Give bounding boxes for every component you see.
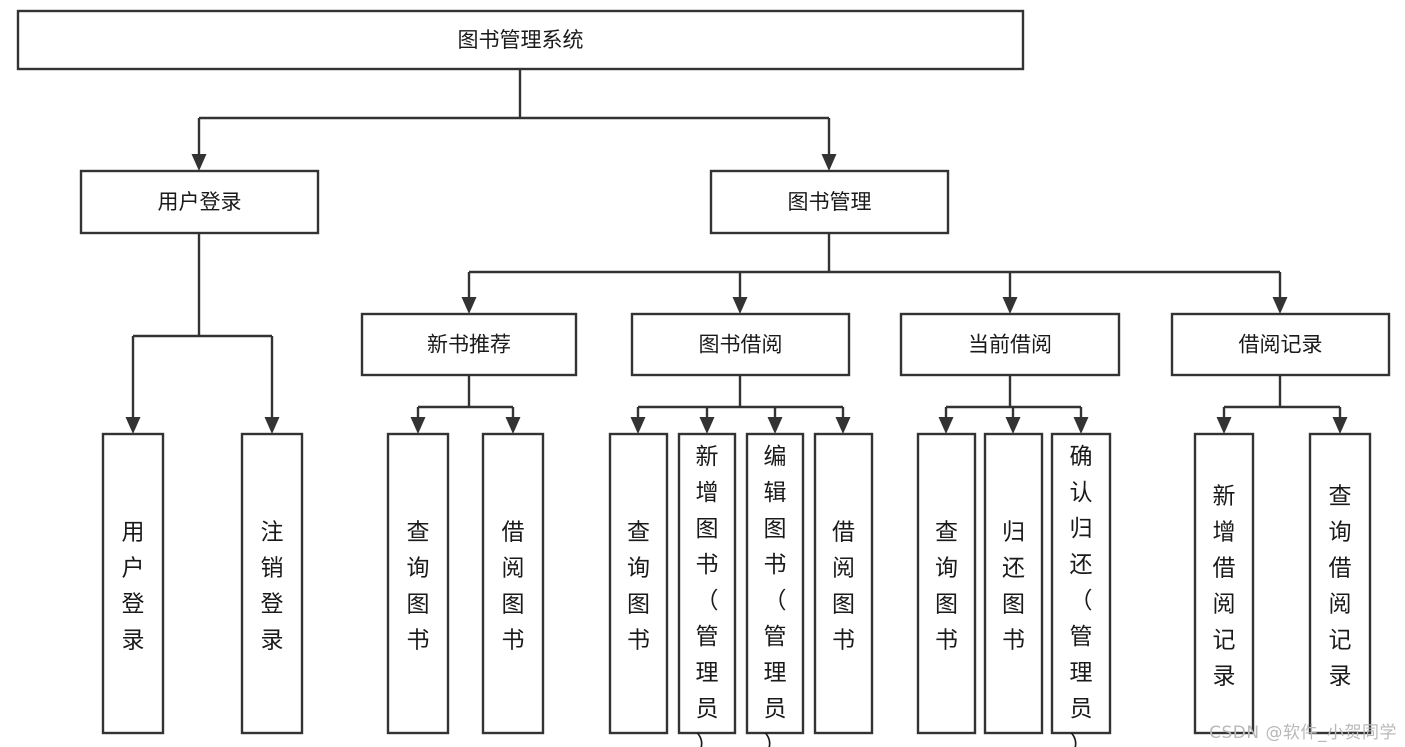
arrow-head-icon bbox=[1005, 417, 1021, 434]
node-leaf-confirm-return-label: 确认归还（管理员） bbox=[1070, 444, 1093, 747]
arrow-head-icon bbox=[505, 417, 521, 434]
arrow-head-icon bbox=[191, 154, 207, 171]
arrow-head-icon bbox=[461, 297, 477, 314]
node-boxes-group: 图书管理系统用户登录图书管理新书推荐图书借阅当前借阅借阅记录用户登录注销登录查询… bbox=[16, 9, 1391, 747]
arrow-head-icon bbox=[630, 417, 646, 434]
node-leaf-query-record[interactable]: 查询借阅记录 bbox=[1308, 432, 1372, 735]
node-leaf-query-record-label: 查询借阅记录 bbox=[1329, 484, 1352, 690]
node-leaf-return-book-rect bbox=[983, 432, 1044, 735]
node-leaf-add-book-label: 新增图书（管理员） bbox=[696, 444, 719, 747]
node-leaf-query-book-1[interactable]: 查询图书 bbox=[386, 432, 450, 735]
node-book-borrow-label: 图书借阅 bbox=[699, 333, 783, 357]
edge-current-borrow-to-leaves bbox=[944, 375, 1083, 417]
node-current-borrow-label: 当前借阅 bbox=[968, 333, 1052, 357]
node-borrow-record[interactable]: 借阅记录 bbox=[1170, 312, 1391, 377]
node-user-login[interactable]: 用户登录 bbox=[79, 169, 320, 235]
node-borrow-record-rect bbox=[1170, 312, 1391, 377]
node-root-system-label: 图书管理系统 bbox=[458, 28, 584, 52]
node-leaf-return-book[interactable]: 归还图书 bbox=[983, 432, 1044, 735]
arrow-head-icon bbox=[699, 417, 715, 434]
node-current-borrow-rect bbox=[899, 312, 1121, 377]
node-leaf-user-login-rect bbox=[101, 432, 165, 735]
node-new-book-recommend[interactable]: 新书推荐 bbox=[360, 312, 578, 377]
node-borrow-record-label: 借阅记录 bbox=[1239, 333, 1323, 357]
edge-root-to-level2 bbox=[197, 69, 831, 154]
arrow-head-icon bbox=[1073, 417, 1089, 434]
node-leaf-borrow-book-1-label: 借阅图书 bbox=[502, 520, 525, 654]
node-leaf-confirm-return-rect bbox=[1050, 432, 1112, 735]
node-book-manage-rect bbox=[709, 169, 950, 235]
node-leaf-query-book-2-rect bbox=[608, 432, 669, 735]
node-root-system[interactable]: 图书管理系统 bbox=[16, 9, 1025, 71]
arrow-head-icon bbox=[1002, 297, 1018, 314]
node-book-manage-label: 图书管理 bbox=[788, 190, 872, 214]
node-leaf-logout-login-label: 注销登录 bbox=[261, 520, 284, 654]
arrow-head-icon bbox=[1272, 297, 1288, 314]
node-leaf-edit-book[interactable]: 编辑图书（管理员） bbox=[745, 432, 805, 747]
edge-borrow-record-to-leaves bbox=[1222, 375, 1342, 417]
node-leaf-borrow-book-1-rect bbox=[481, 432, 545, 735]
node-leaf-query-book-2-label: 查询图书 bbox=[627, 520, 650, 654]
node-leaf-confirm-return[interactable]: 确认归还（管理员） bbox=[1050, 432, 1112, 747]
node-leaf-edit-book-label: 编辑图书（管理员） bbox=[764, 444, 787, 747]
node-leaf-query-record-rect bbox=[1308, 432, 1372, 735]
node-leaf-query-book-3-label: 查询图书 bbox=[935, 520, 958, 654]
edge-user-login-to-leaves bbox=[131, 233, 274, 417]
arrow-head-icon bbox=[125, 417, 141, 434]
connector-lines-group bbox=[125, 69, 1348, 434]
node-user-login-rect bbox=[79, 169, 320, 235]
node-leaf-add-record-label: 新增借阅记录 bbox=[1213, 484, 1236, 690]
node-leaf-query-book-1-rect bbox=[386, 432, 450, 735]
edge-book-borrow-to-leaves bbox=[636, 375, 845, 417]
node-leaf-logout-login-rect bbox=[240, 432, 304, 735]
node-leaf-user-login-label: 用户登录 bbox=[122, 520, 145, 654]
node-leaf-query-book-3-rect bbox=[916, 432, 977, 735]
node-leaf-query-book-2[interactable]: 查询图书 bbox=[608, 432, 669, 735]
node-book-borrow[interactable]: 图书借阅 bbox=[630, 312, 851, 377]
node-leaf-add-book-rect bbox=[677, 432, 737, 735]
arrow-head-icon bbox=[264, 417, 280, 434]
arrow-head-icon bbox=[1216, 417, 1232, 434]
node-leaf-user-login[interactable]: 用户登录 bbox=[101, 432, 165, 735]
arrow-head-icon bbox=[767, 417, 783, 434]
node-new-book-recommend-label: 新书推荐 bbox=[427, 333, 511, 357]
node-book-manage[interactable]: 图书管理 bbox=[709, 169, 950, 235]
arrow-head-icon bbox=[1332, 417, 1348, 434]
arrow-head-icon bbox=[835, 417, 851, 434]
node-leaf-logout-login[interactable]: 注销登录 bbox=[240, 432, 304, 735]
node-leaf-borrow-book-2[interactable]: 借阅图书 bbox=[813, 432, 874, 735]
node-current-borrow[interactable]: 当前借阅 bbox=[899, 312, 1121, 377]
arrow-head-icon bbox=[410, 417, 426, 434]
edge-book-manage-to-level3 bbox=[467, 233, 1282, 297]
node-leaf-add-record[interactable]: 新增借阅记录 bbox=[1193, 432, 1255, 735]
arrow-head-icon bbox=[821, 154, 837, 171]
arrow-head-icon bbox=[938, 417, 954, 434]
node-leaf-borrow-book-1[interactable]: 借阅图书 bbox=[481, 432, 545, 735]
node-book-borrow-rect bbox=[630, 312, 851, 377]
node-leaf-add-book[interactable]: 新增图书（管理员） bbox=[677, 432, 737, 747]
node-leaf-add-record-rect bbox=[1193, 432, 1255, 735]
node-user-login-label: 用户登录 bbox=[158, 190, 242, 214]
node-leaf-return-book-label: 归还图书 bbox=[1002, 520, 1025, 654]
node-new-book-recommend-rect bbox=[360, 312, 578, 377]
node-leaf-borrow-book-2-rect bbox=[813, 432, 874, 735]
node-leaf-borrow-book-2-label: 借阅图书 bbox=[832, 520, 855, 654]
node-leaf-query-book-1-label: 查询图书 bbox=[407, 520, 430, 654]
node-leaf-query-book-3[interactable]: 查询图书 bbox=[916, 432, 977, 735]
edge-new-book-to-leaves bbox=[416, 375, 515, 417]
node-leaf-edit-book-rect bbox=[745, 432, 805, 735]
arrow-head-icon bbox=[732, 297, 748, 314]
node-root-system-rect bbox=[16, 9, 1025, 71]
